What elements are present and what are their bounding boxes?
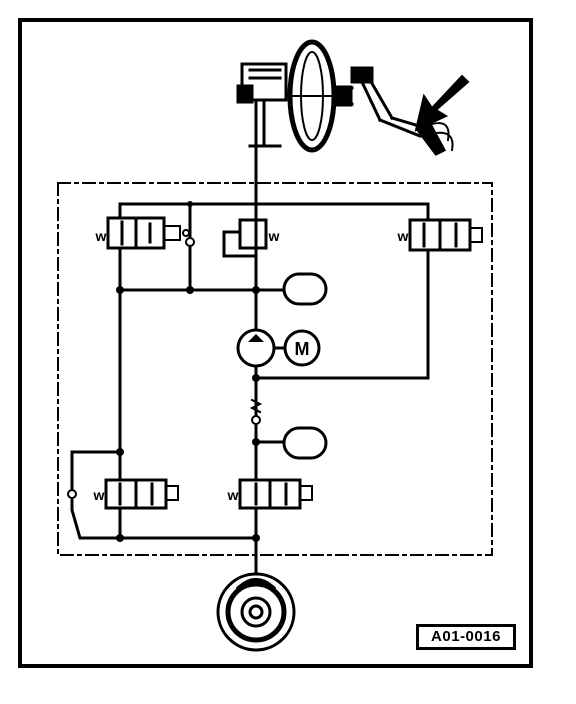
valve-spring-label-top-left: w	[95, 228, 107, 244]
master-cylinder	[236, 62, 288, 148]
foot-force-arrow-icon	[414, 74, 470, 132]
accumulator-lower	[282, 426, 328, 460]
check-valve-icon	[67, 237, 263, 499]
motor-symbol-label: M	[295, 339, 310, 359]
figure-reference-label: A01-0016	[416, 624, 516, 650]
hydraulic-pump	[236, 328, 286, 368]
solenoid-valve-bottom-center	[238, 478, 313, 510]
pump-motor	[283, 329, 321, 367]
valve-spring-label-bottom-center: w	[227, 487, 239, 503]
valve-spring-label-bottom-left: w	[93, 487, 105, 503]
solenoid-valve-top-left	[106, 216, 190, 250]
valve-spring-label-top-right: w	[397, 228, 409, 244]
hydraulic-unit-boundary	[57, 182, 493, 556]
valve-spring-label-top-center: w	[268, 228, 280, 244]
solenoid-valve-top-right	[408, 218, 483, 252]
accumulator-upper	[282, 272, 328, 306]
wheel-brake	[216, 572, 296, 652]
brake-booster	[287, 39, 354, 153]
outer-border	[18, 18, 533, 668]
solenoid-valve-bottom-left	[104, 478, 179, 510]
junction-dots	[116, 201, 260, 542]
solenoid-valve-top-center	[238, 218, 268, 250]
